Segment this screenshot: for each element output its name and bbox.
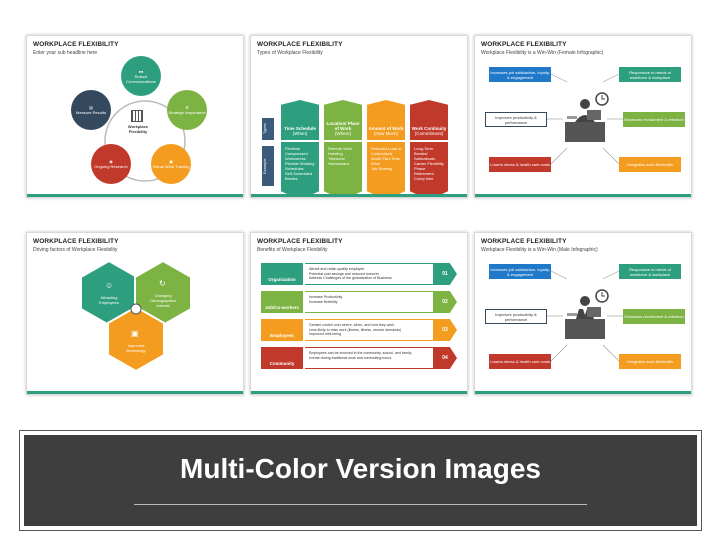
benefit-box: Integrates work-life/health (619, 354, 681, 369)
slide-thumbnail-winwin-female[interactable]: WORKPLACE FLEXIBILITY Workplace Flexibil… (474, 35, 692, 198)
person-icon: ☺ (105, 281, 114, 290)
benefit-label: Organization (261, 263, 303, 285)
banner-panel: Multi-Color Version Images (24, 435, 697, 526)
slide-footer-bar (27, 391, 243, 394)
benefit-box: Lowers stress & health care costs (489, 354, 551, 369)
benefit-label: Employees (261, 319, 303, 341)
benefit-label: Community (261, 347, 303, 369)
type-column-head: Location/ Place of Work(Where) (324, 100, 362, 140)
slide-thumbnail-benefits[interactable]: WORKPLACE FLEXIBILITY Benefits of Workpl… (250, 232, 468, 395)
banner-divider (134, 504, 587, 505)
benefit-box: Enhances recruitment & retention (623, 309, 685, 324)
benefit-number: 04 (433, 347, 457, 369)
benefit-text: Attract and retain quality employee Pote… (305, 263, 445, 285)
slide-title: WORKPLACE FLEXIBILITY (33, 238, 119, 245)
benefit-box: Responsive to needs of workforce & workp… (619, 264, 681, 279)
cycle-node-strategic: ⚙ Strategic Importance (167, 90, 207, 130)
cycle-ring (104, 100, 186, 182)
benefit-row: Organization Attract and retain quality … (261, 263, 457, 285)
slide-footer-bar (27, 194, 243, 197)
type-column-body: Remote Work Hoteling Telework/ Homeboard (324, 142, 362, 197)
cycle-center-label: Workplace Flexibility (127, 124, 149, 134)
benefit-box: Lowers stress & health care costs (489, 157, 551, 172)
slide-title: WORKPLACE FLEXIBILITY (257, 238, 343, 245)
benefit-box: Improves productivity & performance (485, 309, 547, 324)
banner-title: Multi-Color Version Images (180, 453, 541, 484)
slide-subtitle: Types of Workplace Flexibility (257, 50, 323, 56)
slide-footer-bar (251, 194, 467, 197)
benefit-number: 01 (433, 263, 457, 285)
slide-subtitle: Enter your sub headline here (33, 50, 98, 56)
slide-subtitle: Workplace Flexibility is a Win-Win (Fema… (481, 50, 604, 56)
benefit-box: Responsive to needs of workforce & workp… (619, 67, 681, 82)
slide-footer-bar (475, 391, 691, 394)
benefit-row: Employees Greater control over where, wh… (261, 319, 457, 341)
slide-subtitle: Workplace Flexibility is a Win-Win (Male… (481, 247, 598, 253)
type-column-head: Time Schedule(When) (281, 100, 319, 140)
benefit-box: Increases job satisfaction, loyalty, & e… (489, 67, 551, 82)
slide-thumbnail-winwin-male[interactable]: WORKPLACE FLEXIBILITY Workplace Flexibil… (474, 232, 692, 395)
type-column-head: Amount of Work(How Much) (367, 100, 405, 140)
slide-title: WORKPLACE FLEXIBILITY (33, 41, 119, 48)
type-column-body: Flextime Compressed Workweeks Flexible W… (281, 142, 319, 197)
gear-icon: ⚙ (185, 105, 189, 110)
benefit-box: Improves productivity & performance (485, 112, 547, 127)
desk-illustration (547, 73, 623, 165)
benefit-box: Increases job satisfaction, loyalty, & e… (489, 264, 551, 279)
slide-thumbnail-types[interactable]: WORKPLACE FLEXIBILITY Types of Workplace… (250, 35, 468, 198)
slide-subtitle: Driving factors of Workplace Flexibility (33, 247, 118, 253)
benefit-box: Integrates work-life/health (619, 157, 681, 172)
cycle-node-research: ◉ Ongoing Research (91, 144, 131, 184)
slide-footer-bar (475, 194, 691, 197)
desk-illustration (547, 270, 623, 362)
laptop-icon: ▣ (169, 159, 173, 164)
type-column-head: Work Continuity(Commitment) (410, 100, 448, 140)
benefit-box: Enhances recruitment & retention (623, 112, 685, 127)
side-tag-types: Types (262, 118, 274, 140)
building-icon (131, 110, 143, 122)
cycle-node-training: ▣ Virtual Work Training (151, 144, 191, 184)
benefit-text: Increase Productivity Increase flexibili… (305, 291, 445, 313)
cycle-node-measure: ▤ Measure Results (71, 90, 111, 130)
type-column-body: Reduced Load or Customized Work/ Part-Ti… (367, 142, 405, 197)
type-column-body: Long-Term Breaks/ Sabbaticals, Career Fl… (410, 142, 448, 197)
hex-label: Attracting Employees (99, 295, 119, 305)
people-icon: ●● (138, 68, 144, 74)
chart-icon: ▤ (89, 105, 93, 110)
side-tag-example: Example (262, 146, 274, 186)
version-banner: Multi-Color Version Images (19, 430, 702, 531)
refresh-icon: ↻ (159, 279, 166, 288)
slide-thumbnail-drivers[interactable]: WORKPLACE FLEXIBILITY Driving factors of… (26, 232, 244, 395)
magnifier-icon: ◉ (109, 159, 113, 164)
benefit-text: Employees can be involved in the communi… (305, 347, 445, 369)
slide-title: WORKPLACE FLEXIBILITY (481, 238, 567, 245)
hex-label: Changing Demographics Interest (150, 293, 176, 308)
hex-cluster (80, 259, 192, 373)
slide-thumbnail-cycle[interactable]: WORKPLACE FLEXIBILITY Enter your sub hea… (26, 35, 244, 198)
benefit-number: 03 (433, 319, 457, 341)
slide-subtitle: Benefits of Workplace Flexibility (257, 247, 328, 253)
benefit-text: Greater control over where, when, and ho… (305, 319, 445, 341)
slide-title: WORKPLACE FLEXIBILITY (481, 41, 567, 48)
slide-title: WORKPLACE FLEXIBILITY (257, 41, 343, 48)
benefit-row: Community Employees can be involved in t… (261, 347, 457, 369)
cycle-node-communications: ●● Robust Communications (121, 56, 161, 96)
benefit-label: Job/Co-workers (261, 291, 303, 313)
benefit-number: 02 (433, 291, 457, 313)
slide-footer-bar (251, 391, 467, 394)
hex-label: Improved technology (126, 343, 146, 353)
benefit-row: Job/Co-workers Increase Productivity Inc… (261, 291, 457, 313)
device-icon: ▣ (131, 329, 139, 338)
